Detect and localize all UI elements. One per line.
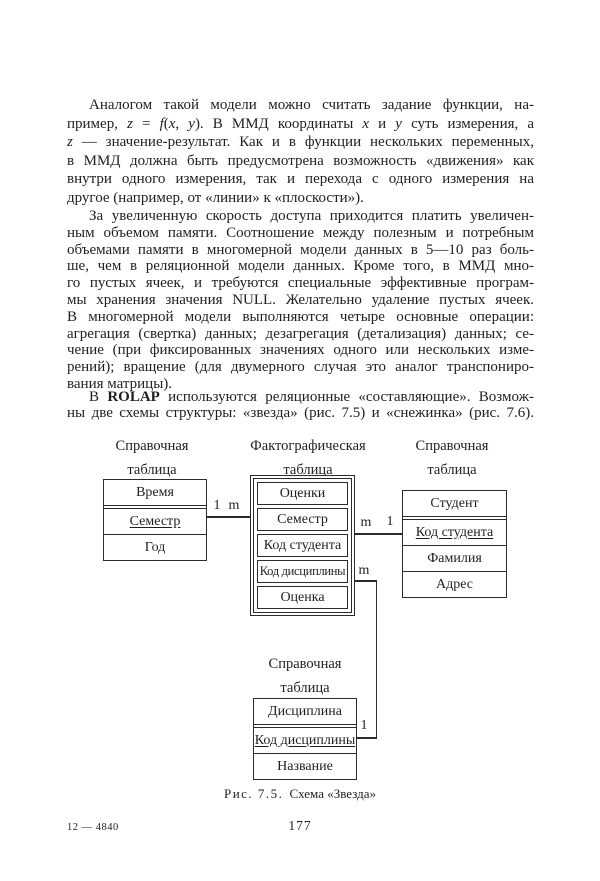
relation-line-fact-student <box>355 533 402 535</box>
fact-table-grades: Оценки Семестр Код студента Код дисципли… <box>250 475 355 616</box>
relation-line-fact-discipline-vertical <box>375 580 377 739</box>
dimension-table-discipline: Дисциплина Код дисциплины Название <box>253 698 357 780</box>
table-key-cell: Код студента <box>403 520 506 546</box>
text-line: z — значение-результат. Как и в функции … <box>67 134 534 151</box>
table-header-cell: Дисциплина <box>254 699 356 725</box>
dimension-table-time: Время Семестр Год <box>103 479 207 561</box>
label-line: таблица <box>280 680 330 696</box>
cardinality-label-many: m <box>360 515 372 530</box>
text-line: агрегация (свертка) данных; дезагрегация… <box>67 325 534 342</box>
text-line: пример, z = f(x, y). В ММД координаты x … <box>67 115 535 132</box>
table-cell: Фамилия <box>403 546 506 572</box>
paragraph-memory-operations: За увеличенную скорость доступа приходит… <box>67 208 534 393</box>
text-line: го пустых ячеек, и требуются специальные… <box>67 275 534 292</box>
table-cell: Название <box>277 759 333 774</box>
table-header-cell: Студент <box>403 491 506 517</box>
cardinality-label-one: 1 <box>213 498 221 513</box>
text-line: За увеличенную скорость доступа приходит… <box>89 208 534 224</box>
table-header-cell: Оценки <box>257 482 348 505</box>
table-cell: Оценка <box>257 586 348 609</box>
label-line: таблица <box>427 462 477 478</box>
figure-caption: Рис. 7.5. Схема «Звезда» <box>150 786 450 802</box>
relation-line-fact-discipline-top <box>355 580 377 582</box>
header-divider <box>104 506 206 509</box>
table-label-reference-bottom: Справочная таблица <box>250 652 360 700</box>
relation-line-time-fact <box>207 516 250 518</box>
table-cell: Код студента <box>257 534 348 557</box>
paragraph-function-analogy: Аналогом такой модели можно считать зада… <box>67 96 534 208</box>
figure-number: Рис. 7.5. <box>223 786 284 801</box>
figure-title: Схема «Звезда» <box>289 786 377 801</box>
text-line: ше, чем в реляционной модели данных. Кро… <box>67 258 534 275</box>
table-label-reference-left: Справочная таблица <box>97 434 207 482</box>
table-key-cell: Код дисциплины <box>254 728 356 754</box>
table-cell: Год <box>144 540 166 555</box>
text-line: В многомерной модели выполняются четыре … <box>67 308 534 325</box>
text-line: чение (при фиксированных значениях одног… <box>67 342 534 359</box>
label-line: Справочная <box>115 438 189 454</box>
table-cell: Код дисциплины <box>257 560 348 583</box>
text-line: другое (например, от «линии» к «плоскост… <box>67 189 364 206</box>
text-line: в ММД должна быть предусмотрена возможно… <box>67 152 534 169</box>
table-key-cell: Семестр <box>104 509 206 535</box>
header-divider <box>403 517 506 520</box>
label-line: Фактографическая <box>250 438 366 454</box>
fact-table-inner-border: Оценки Семестр Код студента Код дисципли… <box>253 478 352 613</box>
text-line: Аналогом такой модели можно считать зада… <box>89 97 534 113</box>
text-line: мы хранения значения NULL. Желательно уд… <box>67 291 534 308</box>
table-label-reference-right: Справочная таблица <box>397 434 507 482</box>
relation-line-fact-discipline-bottom <box>357 737 377 739</box>
text-line: рений); вращение (для двумерного случая … <box>67 359 534 376</box>
table-label-fact: Фактографическая таблица <box>238 434 378 482</box>
label-line: Справочная <box>415 438 489 454</box>
cardinality-label-one: 1 <box>360 718 368 733</box>
text-line: вания матрицы). <box>67 375 173 392</box>
cardinality-label-many: m <box>358 563 370 578</box>
header-divider <box>254 725 356 728</box>
label-line: Справочная <box>268 656 342 672</box>
print-signature: 12 — 4840 <box>67 822 119 833</box>
cardinality-label-many: m <box>228 498 240 513</box>
cardinality-label-one: 1 <box>386 514 394 529</box>
table-cell: Адрес <box>435 577 473 592</box>
table-cell: Семестр <box>257 508 348 531</box>
text-line: ны две схемы структуры: «звезда» (рис. 7… <box>67 404 534 421</box>
text-line: ным объемом памяти. Соотношение между по… <box>67 224 534 241</box>
dimension-table-student: Студент Код студента Фамилия Адрес <box>402 490 507 598</box>
page-number: 177 <box>288 818 312 833</box>
label-line: таблица <box>127 462 177 478</box>
table-header-cell: Время <box>104 480 206 506</box>
label-line: таблица <box>283 462 333 478</box>
text-line: В ROLAP используются реляционные «состав… <box>89 389 534 405</box>
text-line: внутри одного измерения, так и перехода … <box>67 171 534 188</box>
text-line: объемами памяти в многомерной модели дан… <box>67 241 534 258</box>
paragraph-rolap: В ROLAP используются реляционные «состав… <box>67 389 534 422</box>
star-schema-figure: Справочная таблица Фактографическая табл… <box>0 430 600 830</box>
